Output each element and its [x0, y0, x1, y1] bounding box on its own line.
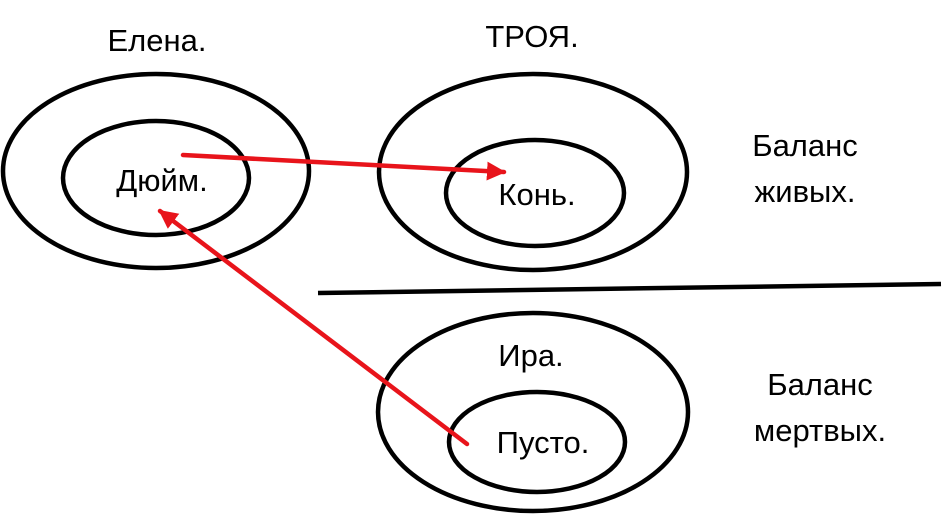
troya-inner-label: Конь. [498, 177, 575, 212]
balance-living-line2: живых. [755, 174, 856, 209]
group-troya: ТРОЯ. Конь. [376, 19, 690, 273]
group-ira: Ира. Пусто. [375, 310, 691, 514]
elena-inner-ellipse [60, 118, 252, 238]
arrow-inch-to-horse [180, 152, 507, 181]
troya-outer-ellipse [376, 71, 690, 273]
group-elena: Елена. Дюйм. [0, 23, 312, 271]
divider-line [317, 281, 942, 296]
elena-title: Елена. [108, 23, 207, 58]
elena-inner-label: Дюйм. [116, 163, 208, 198]
troya-inner-ellipse [443, 137, 627, 249]
balance-dead-label: Баланс мертвых. [754, 367, 886, 448]
ira-inner-ellipse [446, 389, 628, 495]
balance-dead-line1: Баланс [767, 367, 873, 402]
ira-outer-ellipse [375, 310, 691, 514]
ira-title: Ира. [498, 338, 563, 373]
balance-dead-line2: мертвых. [754, 413, 886, 448]
ira-inner-label: Пусто. [497, 425, 590, 460]
balance-living-label: Баланс живых. [752, 128, 858, 209]
arrow-empty-to-inch [157, 208, 470, 447]
troya-title: ТРОЯ. [485, 19, 578, 54]
elena-outer-ellipse [0, 71, 312, 271]
balance-living-line1: Баланс [752, 128, 858, 163]
